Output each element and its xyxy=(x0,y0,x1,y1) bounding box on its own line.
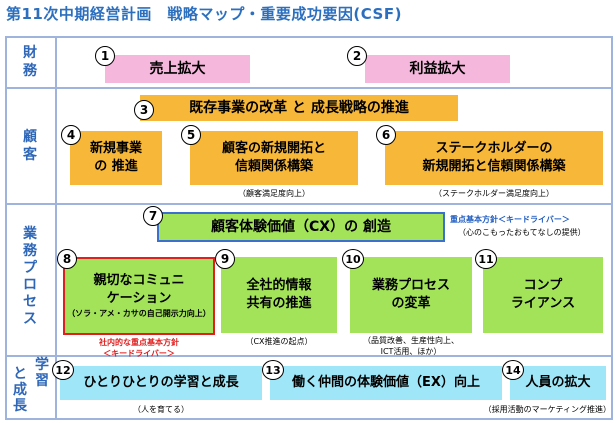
csf-label-line: 顧客の新規開拓と xyxy=(221,141,326,157)
category-growth-a: 学 習 xyxy=(30,357,54,389)
csf-new-business: 新規事業 の 推進 xyxy=(70,131,162,185)
csf-label: 人員の拡大 xyxy=(525,375,591,391)
csf-reform-and-growth: 既存事業の改革 と 成長戦略の推進 xyxy=(140,95,458,121)
page-title: 第11次中期経営計画 戦略マップ・重要成功要因(CSF) xyxy=(6,5,402,23)
csf-label-line: ケーション xyxy=(106,290,172,306)
note-internal-key-driver: 社内的な重点基本方針 ＜キードライバー＞ xyxy=(63,337,215,359)
csf-label-line: の変革 xyxy=(391,296,431,311)
note-develop-people: （人を育てる） xyxy=(133,405,189,414)
csf-label-line: ライアンス xyxy=(510,296,576,311)
note-cx-origin: （CX推進の起点） xyxy=(245,337,313,346)
csf-cx-creation: 顧客体験価値（CX）の 創造 xyxy=(157,212,445,242)
number-badge-5: 5 xyxy=(181,125,201,145)
csf-customer-development: 顧客の新規開拓と 信頼関係構築 xyxy=(190,131,358,185)
csf-label-line: 信頼関係構築 xyxy=(234,159,313,174)
csf-stakeholder-development: ステークホルダーの 新規開拓と信頼関係構築 xyxy=(385,131,603,185)
number-badge-14: 14 xyxy=(502,360,524,380)
category-customer-char: 客 xyxy=(23,147,37,163)
csf-kind-communication: 親切なコミュニ ケーション （ソラ・アメ・カサの自己開示力向上） xyxy=(63,257,215,335)
number-badge-10: 10 xyxy=(342,249,364,269)
csf-sub-label: （ソラ・アメ・カサの自己開示力向上） xyxy=(67,309,211,319)
csf-label: 顧客体験価値（CX）の 創造 xyxy=(211,218,391,235)
note-recruiting-marketing: （採用活動のマーケティング推進） xyxy=(483,405,611,414)
category-finance-char: 財 xyxy=(23,45,37,61)
category-customer: 顧 客 xyxy=(5,128,55,164)
csf-employee-experience: 働く仲間の体験価値（EX）向上 xyxy=(270,366,502,400)
category-divider xyxy=(55,36,57,420)
csf-label-line: 新規開拓と信頼関係構築 xyxy=(422,159,566,174)
note-stakeholder-satisfaction: （ステークホルダー満足度向上） xyxy=(434,189,554,198)
category-growth-char: 成 xyxy=(13,382,27,398)
category-growth-char: と xyxy=(13,366,27,382)
csf-label-line: の 推進 xyxy=(94,159,138,174)
csf-label-line: 親切なコミュニ xyxy=(93,273,185,289)
row-divider-customer xyxy=(5,203,613,205)
category-finance-char: 務 xyxy=(23,63,37,79)
csf-process-reform: 業務プロセス の変革 xyxy=(350,257,472,333)
csf-label-line: 全社的情報 xyxy=(246,278,312,294)
number-badge-8: 8 xyxy=(57,249,77,269)
csf-label-line: 業務プロセス xyxy=(371,278,450,294)
category-process-char: プ xyxy=(23,260,37,276)
csf-label: 利益拡大 xyxy=(409,60,466,77)
note-process-details: （品質改善、生産性向上、 ICT活用、ほか） xyxy=(350,335,472,357)
note-line: ICT活用、ほか） xyxy=(380,347,442,356)
diagram-frame xyxy=(5,36,613,420)
number-badge-6: 6 xyxy=(376,125,396,145)
category-growth-b: と 成 長 xyxy=(8,366,32,414)
category-process-char: 業 xyxy=(23,226,37,242)
csf-label-line: コンプ xyxy=(523,278,563,294)
csf-sales-expansion: 売上拡大 xyxy=(105,55,250,83)
category-process: 業 務 プ ロ セ ス xyxy=(5,226,55,328)
number-badge-3: 3 xyxy=(134,100,154,120)
row-divider-process xyxy=(5,355,613,357)
note-key-driver: 重点基本方針＜キードライバー＞ xyxy=(450,215,570,224)
csf-info-sharing: 全社的情報 共有の推進 xyxy=(221,257,337,333)
csf-label: 売上拡大 xyxy=(149,60,206,77)
number-badge-7: 7 xyxy=(143,206,163,226)
category-growth-char: 学 xyxy=(35,357,49,373)
category-growth-char: 長 xyxy=(13,398,27,414)
csf-label: ひとりひとりの学習と成長 xyxy=(83,375,239,391)
category-process-char: セ xyxy=(23,294,37,310)
csf-label-line: 共有の推進 xyxy=(246,296,312,311)
number-badge-9: 9 xyxy=(215,249,235,269)
csf-label-line: ステークホルダーの xyxy=(435,141,553,157)
number-badge-12: 12 xyxy=(52,360,74,380)
csf-compliance: コンプ ライアンス xyxy=(483,257,603,333)
csf-profit-expansion: 利益拡大 xyxy=(365,55,510,83)
number-badge-2: 2 xyxy=(347,46,367,66)
note-hospitality: （心のこもったおもてなしの提供） xyxy=(458,228,586,237)
csf-label: 既存事業の改革 と 成長戦略の推進 xyxy=(189,99,409,116)
note-line: 社内的な重点基本方針 xyxy=(99,338,179,347)
category-finance: 財 務 xyxy=(5,44,55,80)
category-growth-char: 習 xyxy=(35,373,49,389)
category-process-char: 務 xyxy=(23,243,37,259)
category-customer-char: 顧 xyxy=(23,129,37,145)
number-badge-11: 11 xyxy=(475,249,497,269)
csf-label-line: 新規事業 xyxy=(89,141,142,157)
csf-label: 働く仲間の体験価値（EX）向上 xyxy=(292,375,480,391)
note-line: ＜キードライバー＞ xyxy=(103,349,175,358)
number-badge-13: 13 xyxy=(262,360,284,380)
category-process-char: ロ xyxy=(23,277,37,293)
row-divider-finance xyxy=(5,87,613,89)
number-badge-4: 4 xyxy=(61,125,81,145)
note-customer-satisfaction: （顧客満足度向上） xyxy=(238,189,310,198)
csf-staff-expansion: 人員の拡大 xyxy=(510,366,606,400)
number-badge-1: 1 xyxy=(95,46,115,66)
category-process-char: ス xyxy=(23,311,37,327)
csf-individual-learning: ひとりひとりの学習と成長 xyxy=(60,366,262,400)
note-line: （品質改善、生産性向上、 xyxy=(363,336,459,345)
